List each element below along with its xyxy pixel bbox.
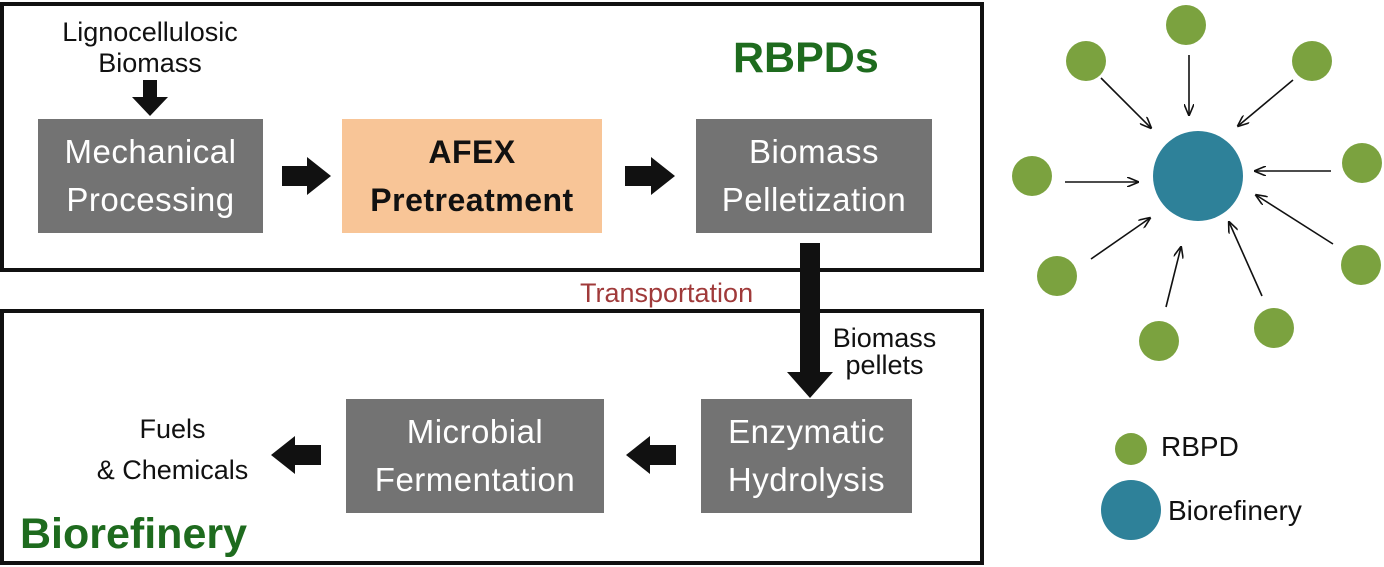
legend-rbpd-icon — [1115, 433, 1147, 465]
step-label-line-1: AFEX — [428, 134, 516, 170]
step-label-line-2: Hydrolysis — [727, 461, 886, 498]
rbpd-node — [1139, 321, 1179, 361]
output-label-line-1: Fuels — [139, 414, 206, 444]
spoke-arrow — [1238, 79, 1294, 126]
enzymatic-hydrolysis-box: Enzymatic Hydrolysis — [701, 399, 912, 513]
spoke-arrow — [1256, 195, 1334, 245]
biomass-pellets-label: Biomass pellets — [822, 325, 947, 379]
input-arrow — [132, 80, 168, 116]
legend-rbpd-label: RBPD — [1161, 431, 1239, 462]
step-label-line-1: Microbial — [406, 413, 544, 450]
rbpd-section-title: RBPDs — [733, 34, 879, 82]
biorefinery-section-title: Biorefinery — [20, 510, 248, 558]
flow-arrow-1 — [282, 157, 331, 195]
rbpd-network — [1012, 5, 1382, 361]
afex-pretreatment-box: AFEX Pretreatment — [342, 119, 602, 233]
step-label-line-1: Biomass — [748, 133, 880, 170]
transportation-arrow — [787, 243, 833, 398]
spoke-arrow — [1229, 222, 1263, 297]
step-label-line-1: Enzymatic — [728, 413, 885, 450]
spoke-arrow — [1100, 77, 1151, 128]
rbpd-node — [1341, 245, 1381, 285]
legend-biorefinery-icon — [1101, 480, 1161, 540]
flow-arrow-2 — [625, 157, 675, 195]
mechanical-processing-box: Mechanical Processing — [38, 119, 263, 233]
cargo-label-line-2: pellets — [845, 350, 924, 380]
step-label-line-2: Pelletization — [721, 181, 907, 218]
rbpd-node — [1166, 5, 1206, 45]
step-label-line-1: Mechanical — [64, 133, 237, 170]
cargo-label-line-1: Biomass — [832, 323, 937, 353]
rbpd-node — [1012, 156, 1052, 196]
rbpd-node — [1066, 41, 1106, 81]
step-label-line-2: Processing — [66, 181, 235, 218]
input-label-line-2: Biomass — [98, 48, 202, 78]
legend-biorefinery-label: Biorefinery — [1168, 495, 1302, 526]
flow-arrow-4 — [271, 436, 321, 474]
output-label: Fuels & Chemicals — [75, 414, 270, 486]
step-label-line-2: Fermentation — [374, 461, 576, 498]
transportation-label: Transportation — [580, 278, 754, 308]
output-label-line-2: & Chemicals — [96, 455, 249, 485]
input-label: Lignocellulosic Biomass — [35, 17, 265, 79]
biorefinery-hub-node — [1153, 131, 1243, 221]
biomass-pelletization-box: Biomass Pelletization — [696, 119, 932, 233]
spoke-arrow — [1165, 247, 1181, 308]
flow-arrow-3 — [626, 436, 676, 474]
microbial-fermentation-box: Microbial Fermentation — [346, 399, 604, 513]
rbpd-node — [1254, 308, 1294, 348]
step-label-line-2: Pretreatment — [370, 182, 574, 218]
rbpd-node — [1342, 143, 1382, 183]
rbpd-node — [1037, 256, 1077, 296]
rbpd-node — [1292, 41, 1332, 81]
spoke-arrow — [1090, 218, 1150, 260]
input-label-line-1: Lignocellulosic — [62, 17, 238, 47]
